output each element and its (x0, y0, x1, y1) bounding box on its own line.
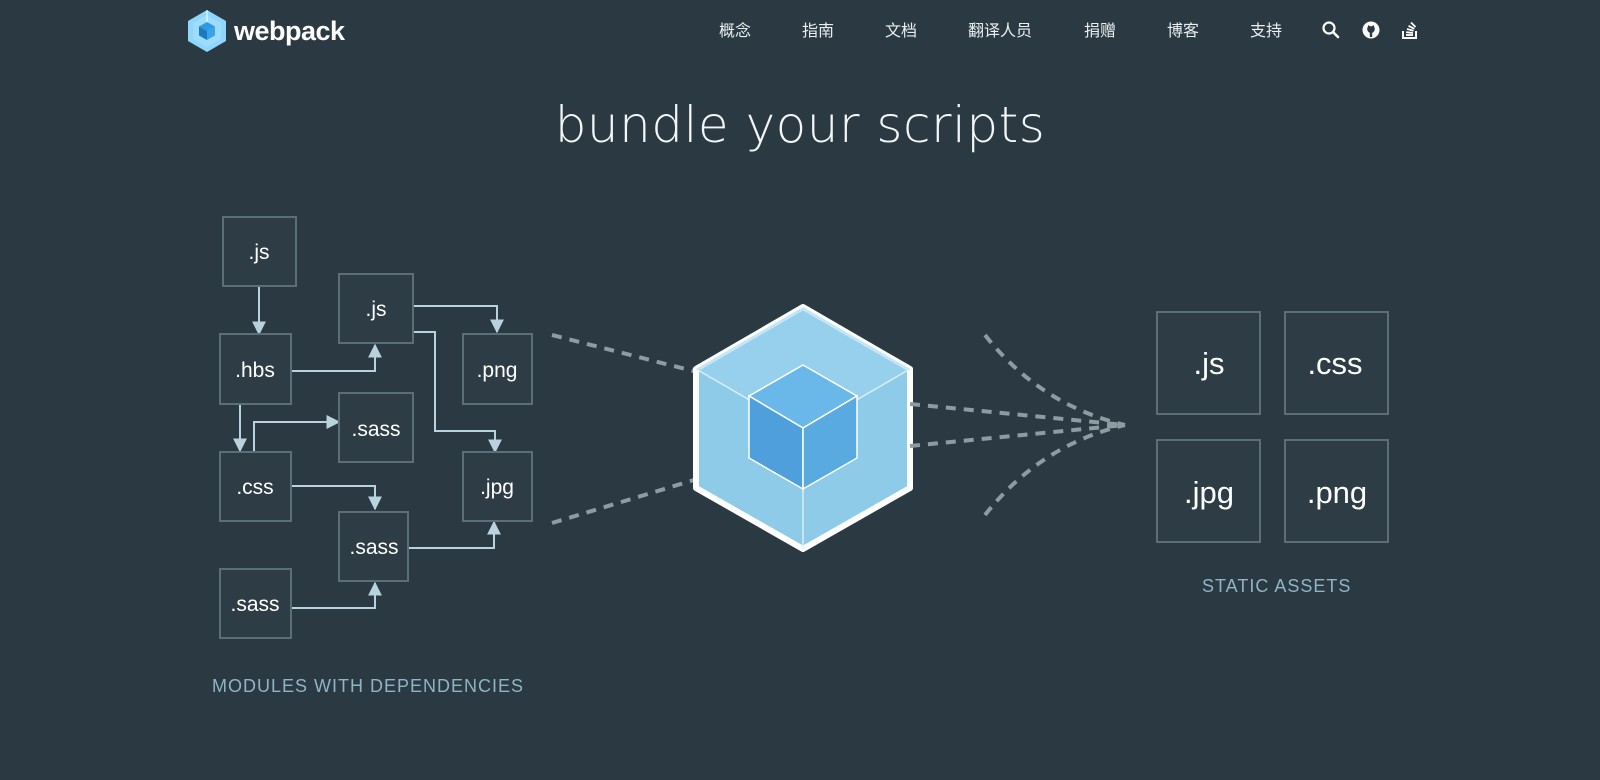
top-navigation-bar: webpack 概念 指南 文档 翻译人员 捐赠 博客 支持 (0, 0, 1600, 62)
module-label: .sass (230, 593, 279, 616)
module-box (338, 392, 414, 463)
module-label: .sass (349, 536, 398, 559)
webpack-logo-icon (188, 10, 226, 52)
nav-item-support[interactable]: 支持 (1250, 21, 1283, 40)
module-box (219, 568, 292, 639)
asset-box (1284, 439, 1389, 543)
nav-item-concepts[interactable]: 概念 (719, 21, 752, 40)
nav-item-blog[interactable]: 博客 (1167, 21, 1200, 40)
asset-label: .png (1307, 475, 1367, 510)
arrow-sass-to-sass (291, 581, 382, 609)
asset-box (1284, 311, 1389, 415)
module-box (462, 451, 533, 522)
module-label: .jpg (480, 476, 514, 499)
module-box (462, 333, 533, 405)
arrow-js-to-png (413, 305, 504, 334)
arrow-hbs-to-js (291, 343, 382, 372)
asset-label: .jpg (1184, 475, 1234, 510)
brand-name: webpack (234, 15, 345, 46)
output-dotted-lines (909, 333, 1126, 517)
arrow-js-to-jpg (413, 331, 502, 454)
asset-label: .css (1307, 346, 1362, 381)
module-label: .png (477, 359, 518, 382)
github-icon[interactable] (1361, 20, 1381, 40)
static-assets-caption: STATIC ASSETS (1202, 576, 1352, 596)
hero-title: bundle your scripts (554, 96, 1046, 154)
asset-box (1156, 439, 1261, 543)
modules-caption: MODULES WITH DEPENDENCIES (212, 676, 525, 696)
module-label: .js (249, 241, 270, 264)
arrow-sass-to-jpg (408, 520, 501, 549)
module-label: .hbs (235, 359, 275, 382)
nav-item-donate[interactable]: 捐赠 (1084, 21, 1117, 40)
module-box (338, 273, 414, 344)
module-label: .css (236, 476, 273, 499)
stackoverflow-icon[interactable] (1400, 20, 1420, 40)
webpack-cube-icon (693, 304, 913, 552)
nav-item-docs[interactable]: 文档 (885, 21, 918, 40)
asset-box (1156, 311, 1261, 415)
module-box (219, 333, 292, 405)
module-box (219, 451, 292, 522)
module-box (338, 511, 409, 582)
nav-item-translators[interactable]: 翻译人员 (968, 21, 1033, 40)
arrow-css-to-sass (253, 415, 341, 452)
module-label: .js (366, 298, 387, 321)
arrow-css-to-sass-2 (291, 485, 382, 511)
webpack-logo-link[interactable]: webpack (186, 9, 345, 53)
search-icon[interactable] (1321, 20, 1341, 40)
main-nav: 概念 指南 文档 翻译人员 捐赠 博客 支持 (0, 18, 1600, 44)
nav-item-guides[interactable]: 指南 (802, 21, 835, 40)
module-label: .sass (351, 418, 400, 441)
module-box (222, 216, 297, 287)
asset-label: .js (1194, 346, 1225, 381)
